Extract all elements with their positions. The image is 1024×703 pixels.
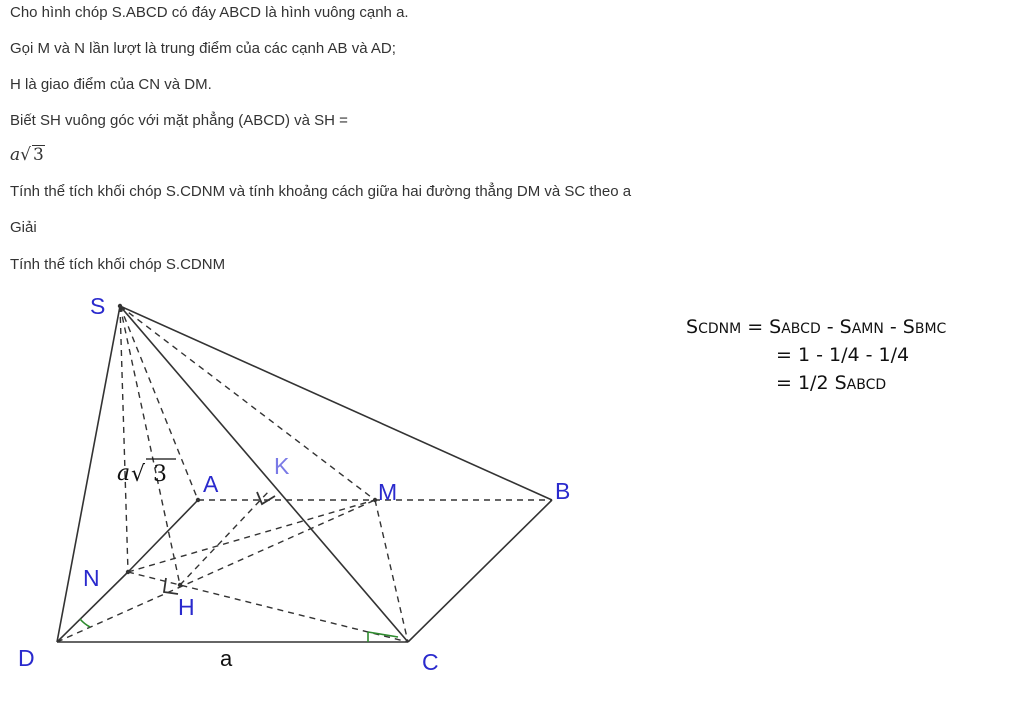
angle-mark-icon <box>79 618 91 628</box>
area-row-3: = 1/2 SABCD <box>776 372 886 394</box>
problem-line-6: Tính thể tích khối chóp S.CDNM <box>10 256 226 273</box>
sqrt-icon: √ <box>20 145 31 165</box>
point-dot <box>177 582 183 588</box>
label-H: H <box>178 594 195 620</box>
right-angle-icon <box>162 577 179 595</box>
solution-label: Giải <box>10 219 37 236</box>
area-symbol: S <box>769 316 782 338</box>
label-N: N <box>83 565 100 591</box>
segment-SH <box>119 305 181 586</box>
problem-line-4: Biết SH vuông góc với mặt phẳng (ABCD) v… <box>10 112 348 129</box>
segment-SM <box>119 305 376 501</box>
problem-line-2: Gọi M và N lần lượt là trung điểm của cá… <box>10 40 396 57</box>
area-row-2: = 1 - 1/4 - 1/4 <box>776 344 910 366</box>
sqrt-icon: √ <box>131 462 146 487</box>
height-label: a √ 3 <box>117 458 176 487</box>
edge-SA <box>119 305 199 501</box>
segment-DM <box>56 499 376 643</box>
equals-sign: = <box>741 316 770 338</box>
label-A: A <box>203 471 219 497</box>
height-radicand: 3 <box>153 462 167 487</box>
edge-CB <box>407 499 553 643</box>
label-B: B <box>555 478 570 504</box>
area-subscript: BMC <box>914 321 947 337</box>
sh-radicand: 3 <box>31 145 45 165</box>
area-subscript: ABCD <box>846 377 887 393</box>
minus-term: - S <box>883 316 915 338</box>
pyramid-figure: S A M B N H D C K a a √ 3 <box>18 293 570 675</box>
area-symbol: S <box>686 316 699 338</box>
area-row-1: SCDNM = SABCD - SAMN - SBMC <box>686 316 946 338</box>
minus-term: - S <box>820 316 852 338</box>
problem-line-5: Tính thể tích khối chóp S.CDNM và tính k… <box>10 183 632 200</box>
point-dot <box>125 569 131 575</box>
label-C: C <box>422 649 439 675</box>
right-angle-icon <box>256 491 276 506</box>
angle-mark-icon <box>367 631 399 642</box>
point-dot <box>195 497 201 503</box>
segment-NC <box>127 571 409 643</box>
segment-NA <box>127 499 199 573</box>
edge-SB <box>119 305 553 501</box>
edge-SC <box>119 305 409 643</box>
segment-NM <box>127 499 376 573</box>
area-result: = 1/2 S <box>776 372 847 394</box>
problem-line-1: Cho hình chóp S.ABCD có đáy ABCD là hình… <box>10 4 409 21</box>
segment-MC <box>374 499 409 643</box>
area-subscript: CDNM <box>698 321 742 337</box>
segment-SN <box>119 305 129 573</box>
label-K: K <box>274 453 290 479</box>
label-D: D <box>18 645 35 671</box>
point-dot <box>372 497 378 503</box>
label-S: S <box>90 293 105 319</box>
point-dot <box>117 303 123 309</box>
area-subscript: ABCD <box>781 321 821 337</box>
label-M: M <box>378 479 397 505</box>
problem-line-3: H là giao điểm của CN và DM. <box>10 76 212 93</box>
sh-formula: a√3 <box>10 145 45 165</box>
segment-DN <box>56 571 129 643</box>
edge-SD <box>56 305 121 643</box>
side-label: a <box>220 646 233 671</box>
sh-variable: a <box>10 145 21 165</box>
area-subscript: AMN <box>851 321 884 337</box>
height-variable: a <box>117 461 130 486</box>
